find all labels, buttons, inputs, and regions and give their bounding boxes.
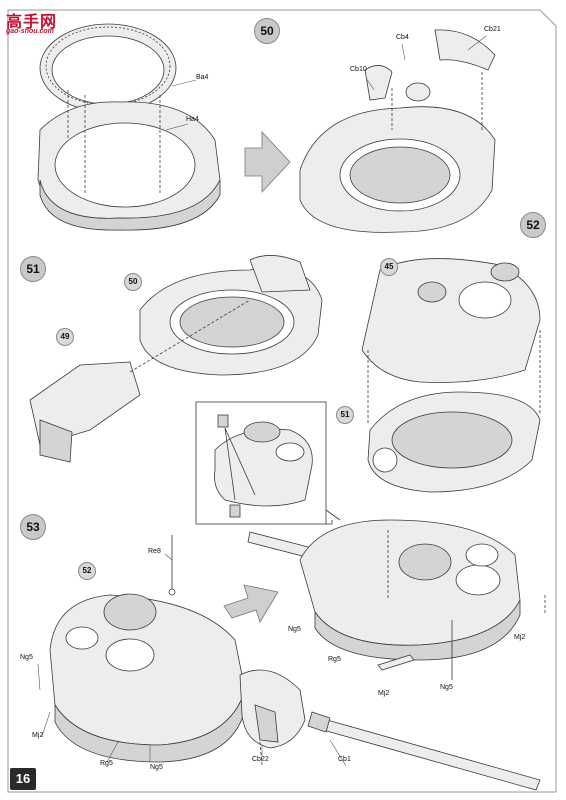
leader-lines (37, 35, 487, 767)
label-ng5-bottom: Ng5 (150, 764, 163, 771)
label-cb1: Cb1 (338, 756, 351, 763)
watermark-url: gao-shou.com (6, 28, 54, 35)
part-ref-50: 50 (124, 273, 142, 291)
page-frame (7, 9, 557, 793)
label-mj2-far-right: Mj2 (514, 634, 526, 641)
part-ref-49: 49 (56, 328, 74, 346)
step53-direction-arrow (223, 584, 279, 623)
label-re8: Re8 (148, 548, 161, 555)
label-cb10: Cb10 (350, 66, 367, 73)
step51-assembly (29, 255, 323, 463)
label-cb4: Cb4 (396, 34, 409, 41)
label-cb21: Cb21 (484, 26, 501, 33)
part-ref-45: 45 (380, 258, 398, 276)
watermark-title: 高手网 (6, 12, 58, 31)
label-cb22: Cb22 (252, 756, 269, 763)
step50-assembled (299, 29, 496, 233)
site-watermark: 高手网 gao-shou.com (6, 8, 76, 38)
step50-parts-exploded (37, 23, 221, 231)
label-ha4: Ha4 (186, 116, 199, 123)
page-number: 16 (10, 768, 36, 790)
step-number-52: 52 (520, 212, 546, 238)
label-ng5-right-2: Ng5 (440, 684, 453, 691)
label-rg5-left: Rg5 (100, 760, 113, 767)
part-ref-52: 52 (78, 562, 96, 580)
label-ng5-left: Ng5 (20, 654, 33, 661)
label-mj2-right: Mj2 (378, 690, 390, 697)
label-ba4: Ba4 (196, 74, 209, 81)
step52-assembly (361, 258, 541, 493)
detail-inset (195, 401, 341, 525)
label-rg5-right: Rg5 (328, 656, 341, 663)
step53-assembly-right (247, 519, 546, 680)
step-number-53: 53 (20, 514, 46, 540)
part-ref-51: 51 (336, 406, 354, 424)
step50-direction-arrow (244, 130, 291, 194)
label-ng5-right: Ng5 (288, 626, 301, 633)
step53-assembly-left (49, 535, 541, 791)
label-mj2-left: Mj2 (32, 732, 44, 739)
step-number-50: 50 (254, 18, 280, 44)
step-number-51: 51 (20, 256, 46, 282)
